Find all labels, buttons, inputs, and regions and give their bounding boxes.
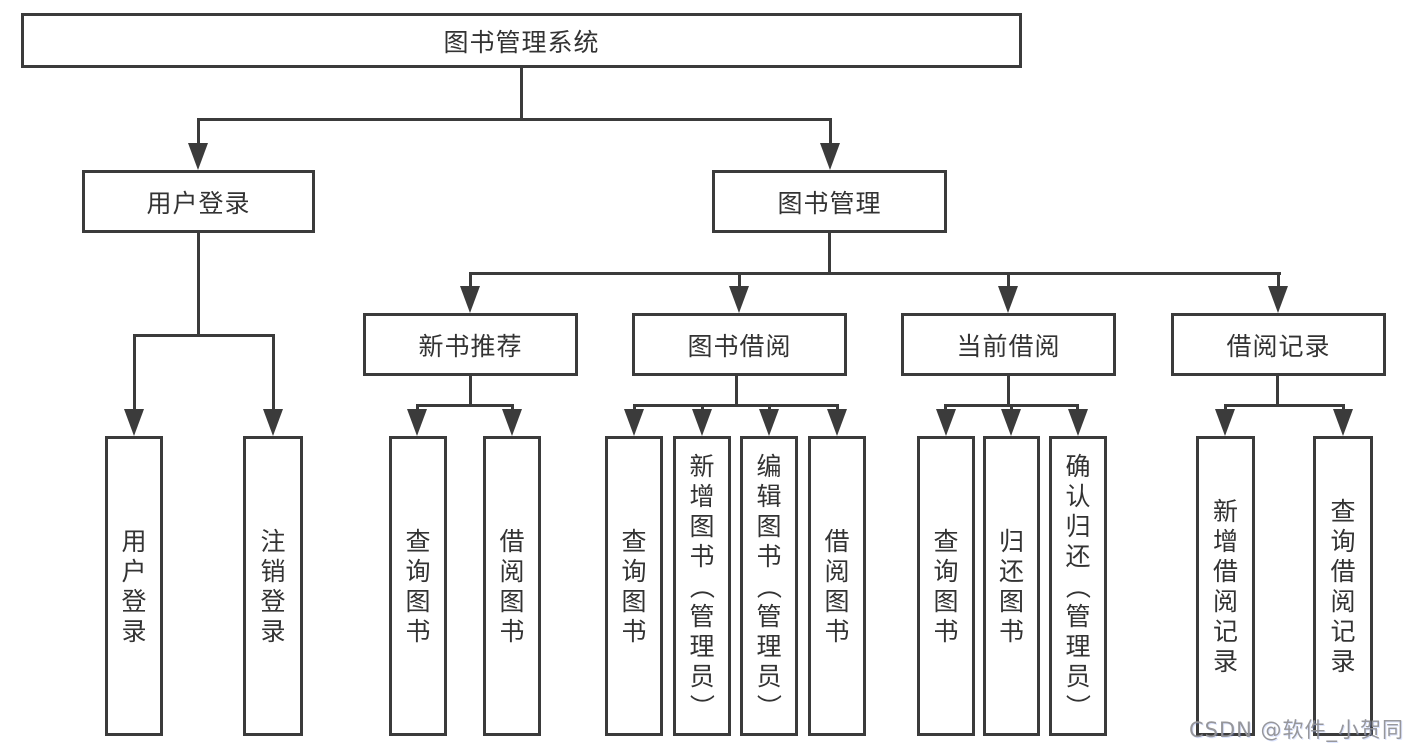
connector-bookmgmt-hline (469, 272, 1281, 275)
node-current-borrowing-label: 当前借阅 (956, 331, 1061, 361)
connector-newbook-stem (469, 375, 472, 406)
leaf-add-book-admin: 新增图书（管理员） (673, 436, 731, 736)
connector-borrow-stem (735, 375, 738, 406)
arrowhead-down-icon (1333, 409, 1353, 436)
leaf-query-books-current-label: 查询图书 (933, 526, 959, 646)
node-user-login-label: 用户登录 (146, 188, 251, 218)
connector-root-hline (197, 118, 832, 121)
arrowhead-down-icon (188, 143, 208, 170)
node-borrowing-records-label: 借阅记录 (1226, 331, 1331, 361)
node-book-management: 图书管理 (712, 170, 947, 233)
leaf-add-borrow-record: 新增借阅记录 (1196, 436, 1255, 736)
leaf-add-borrow-record-label: 新增借阅记录 (1212, 496, 1238, 676)
arrowhead-down-icon (1268, 286, 1288, 313)
arrowhead-down-icon (407, 409, 427, 436)
arrowhead-down-icon (624, 409, 644, 436)
node-root: 图书管理系统 (21, 13, 1022, 68)
arrowhead-down-icon (692, 409, 712, 436)
node-book-borrowing: 图书借阅 (632, 313, 847, 376)
node-new-book-recommend-label: 新书推荐 (418, 331, 523, 361)
leaf-edit-book-admin: 编辑图书（管理员） (740, 436, 798, 736)
connector-root-drop-left (197, 118, 200, 150)
arrowhead-down-icon (1001, 409, 1021, 436)
connector-newbook-hline (416, 404, 513, 407)
arrowhead-down-icon (460, 286, 480, 313)
arrowhead-down-icon (998, 286, 1018, 313)
connector-bookmgmt-stem (828, 232, 831, 274)
connector-userlogin-drop1 (133, 334, 136, 414)
connector-records-stem (1276, 375, 1279, 406)
leaf-return-book: 归还图书 (983, 436, 1040, 736)
leaf-borrow-books-borrowing-label: 借阅图书 (824, 526, 850, 646)
leaf-borrow-books-recommend-label: 借阅图书 (499, 526, 525, 646)
connector-records-hline (1224, 404, 1342, 407)
leaf-user-login: 用户登录 (105, 436, 163, 736)
node-current-borrowing: 当前借阅 (901, 313, 1116, 376)
leaf-query-borrow-record: 查询借阅记录 (1313, 436, 1373, 736)
leaf-borrow-books-borrowing: 借阅图书 (808, 436, 866, 736)
node-borrowing-records: 借阅记录 (1171, 313, 1386, 376)
connector-userlogin-stem (197, 232, 200, 335)
connector-current-stem (1007, 375, 1010, 406)
connector-bookmgmt-drop1 (469, 272, 472, 292)
leaf-query-books-current: 查询图书 (917, 436, 975, 736)
connector-bookmgmt-drop3 (1007, 272, 1010, 292)
leaf-confirm-return-admin-label: 确认归还（管理员） (1063, 451, 1093, 719)
leaf-confirm-return-admin: 确认归还（管理员） (1049, 436, 1107, 736)
connector-root-stem (520, 68, 523, 120)
arrowhead-down-icon (1068, 409, 1088, 436)
leaf-query-borrow-record-label: 查询借阅记录 (1330, 496, 1356, 676)
node-new-book-recommend: 新书推荐 (363, 313, 578, 376)
arrowhead-down-icon (1215, 409, 1235, 436)
connector-root-drop-right (829, 118, 832, 150)
leaf-logout-label: 注销登录 (260, 526, 286, 646)
arrowhead-down-icon (820, 143, 840, 170)
connector-userlogin-hline (133, 334, 275, 337)
csdn-watermark: CSDN @软件_小贺同学 (1189, 718, 1405, 742)
leaf-query-books-recommend-label: 查询图书 (405, 526, 431, 646)
node-user-login: 用户登录 (82, 170, 315, 233)
leaf-borrow-books-recommend: 借阅图书 (483, 436, 541, 736)
leaf-edit-book-admin-label: 编辑图书（管理员） (754, 451, 784, 719)
leaf-user-login-label: 用户登录 (121, 526, 147, 646)
arrowhead-down-icon (124, 409, 144, 436)
connector-bookmgmt-drop2 (738, 272, 741, 292)
node-book-management-label: 图书管理 (777, 188, 882, 218)
leaf-add-book-admin-label: 新增图书（管理员） (687, 451, 717, 719)
arrowhead-down-icon (502, 409, 522, 436)
node-root-label: 图书管理系统 (443, 27, 600, 57)
arrowhead-down-icon (827, 409, 847, 436)
connector-bookmgmt-drop4 (1277, 272, 1280, 292)
leaf-query-books-borrowing: 查询图书 (605, 436, 663, 736)
leaf-query-books-borrowing-label: 查询图书 (621, 526, 647, 646)
leaf-query-books-recommend: 查询图书 (389, 436, 447, 736)
arrowhead-down-icon (729, 286, 749, 313)
leaf-logout: 注销登录 (243, 436, 303, 736)
connector-userlogin-drop2 (272, 334, 275, 414)
arrowhead-down-icon (936, 409, 956, 436)
node-book-borrowing-label: 图书借阅 (687, 331, 792, 361)
arrowhead-down-icon (759, 409, 779, 436)
leaf-return-book-label: 归还图书 (998, 526, 1024, 646)
connector-borrow-hline (633, 404, 838, 407)
arrowhead-down-icon (263, 409, 283, 436)
